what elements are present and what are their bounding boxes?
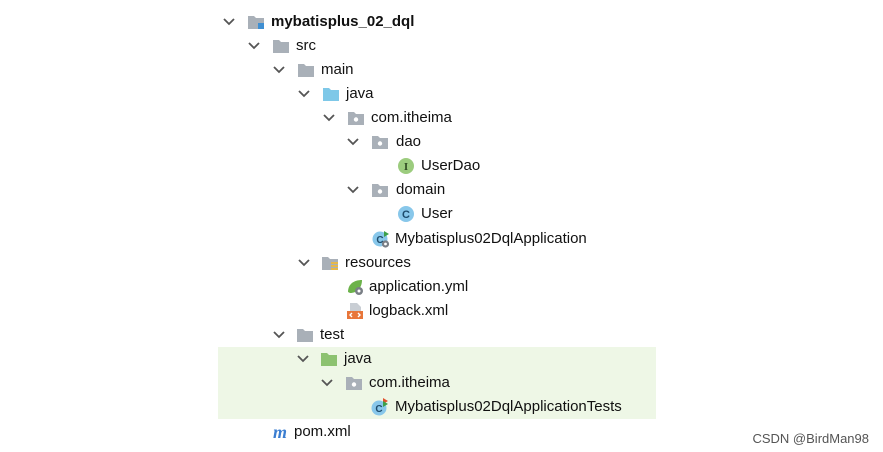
chevron-down-icon[interactable]	[247, 34, 261, 58]
file-label-application-yml: application.yml	[369, 278, 469, 295]
test-source-folder-icon	[320, 350, 338, 368]
package-icon	[371, 181, 389, 199]
file-label-test-class: Mybatisplus02DqlApplicationTests	[395, 398, 622, 415]
tree-row-package-main[interactable]: com.itheima	[0, 106, 883, 130]
spring-boot-class-icon: C	[372, 230, 390, 248]
interface-icon: I	[397, 157, 415, 175]
chevron-down-icon[interactable]	[272, 323, 286, 347]
tree-row-java-test[interactable]: java	[0, 347, 883, 371]
tree-row-resources[interactable]: resources	[0, 251, 883, 275]
tree-row-logback[interactable]: logback.xml	[0, 299, 883, 323]
file-label-logback: logback.xml	[369, 302, 449, 319]
folder-label-src: src	[296, 37, 316, 54]
tree-row-user[interactable]: C User	[0, 202, 883, 226]
svg-text:m: m	[273, 423, 287, 441]
project-module-icon	[247, 13, 265, 31]
tree-row-test[interactable]: test	[0, 323, 883, 347]
svg-text:I: I	[404, 161, 408, 173]
xml-file-icon	[346, 302, 364, 320]
file-label-userdao: UserDao	[421, 157, 481, 174]
tree-row-application-yml[interactable]: application.yml	[0, 275, 883, 299]
folder-label-test: test	[320, 326, 345, 343]
package-label-domain: domain	[396, 181, 446, 198]
chevron-down-icon[interactable]	[222, 10, 236, 34]
chevron-down-icon[interactable]	[272, 58, 286, 82]
chevron-down-icon[interactable]	[322, 106, 336, 130]
package-label-dao: dao	[396, 133, 422, 150]
tree-row-userdao[interactable]: I UserDao	[0, 154, 883, 178]
file-label-user: User	[421, 205, 453, 222]
folder-icon	[296, 326, 314, 344]
maven-icon: m	[271, 423, 289, 441]
tree-row-package-test[interactable]: com.itheima	[0, 371, 883, 395]
folder-icon	[297, 61, 315, 79]
chevron-down-icon[interactable]	[297, 251, 311, 275]
tree-row-project[interactable]: mybatisplus_02_dql	[0, 10, 883, 34]
svg-text:C: C	[402, 209, 410, 221]
chevron-down-icon[interactable]	[296, 347, 310, 371]
file-label-pom: pom.xml	[294, 423, 351, 440]
resources-folder-icon	[321, 254, 339, 272]
tree-row-dao[interactable]: dao	[0, 130, 883, 154]
tree-row-pom[interactable]: m pom.xml	[0, 420, 883, 444]
package-icon	[345, 374, 363, 392]
source-folder-icon	[322, 85, 340, 103]
test-folder-highlight	[218, 347, 656, 419]
tree-row-src[interactable]: src	[0, 34, 883, 58]
tree-row-app-class[interactable]: C Mybatisplus02DqlApplication	[0, 227, 883, 251]
package-label: com.itheima	[371, 109, 452, 126]
package-icon	[347, 109, 365, 127]
test-class-icon: C	[371, 398, 389, 416]
file-label-app-class: Mybatisplus02DqlApplication	[395, 230, 587, 247]
tree-row-java-main[interactable]: java	[0, 82, 883, 106]
folder-label-java-test: java	[344, 350, 372, 367]
chevron-down-icon[interactable]	[320, 371, 334, 395]
chevron-down-icon[interactable]	[346, 178, 360, 202]
class-icon: C	[397, 205, 415, 223]
chevron-down-icon[interactable]	[297, 82, 311, 106]
svg-text:C: C	[376, 235, 383, 246]
folder-label-java: java	[346, 85, 374, 102]
folder-label-resources: resources	[345, 254, 411, 271]
package-icon	[371, 133, 389, 151]
project-name: mybatisplus_02_dql	[271, 13, 415, 30]
package-label-test: com.itheima	[369, 374, 450, 391]
tree-row-domain[interactable]: domain	[0, 178, 883, 202]
folder-icon	[272, 37, 290, 55]
tree-row-main[interactable]: main	[0, 58, 883, 82]
spring-config-icon	[346, 278, 364, 296]
tree-row-test-class[interactable]: C Mybatisplus02DqlApplicationTests	[0, 395, 883, 419]
folder-label-main: main	[321, 61, 354, 78]
watermark: CSDN @BirdMan98	[752, 431, 869, 446]
chevron-down-icon[interactable]	[346, 130, 360, 154]
svg-text:C: C	[375, 404, 382, 415]
